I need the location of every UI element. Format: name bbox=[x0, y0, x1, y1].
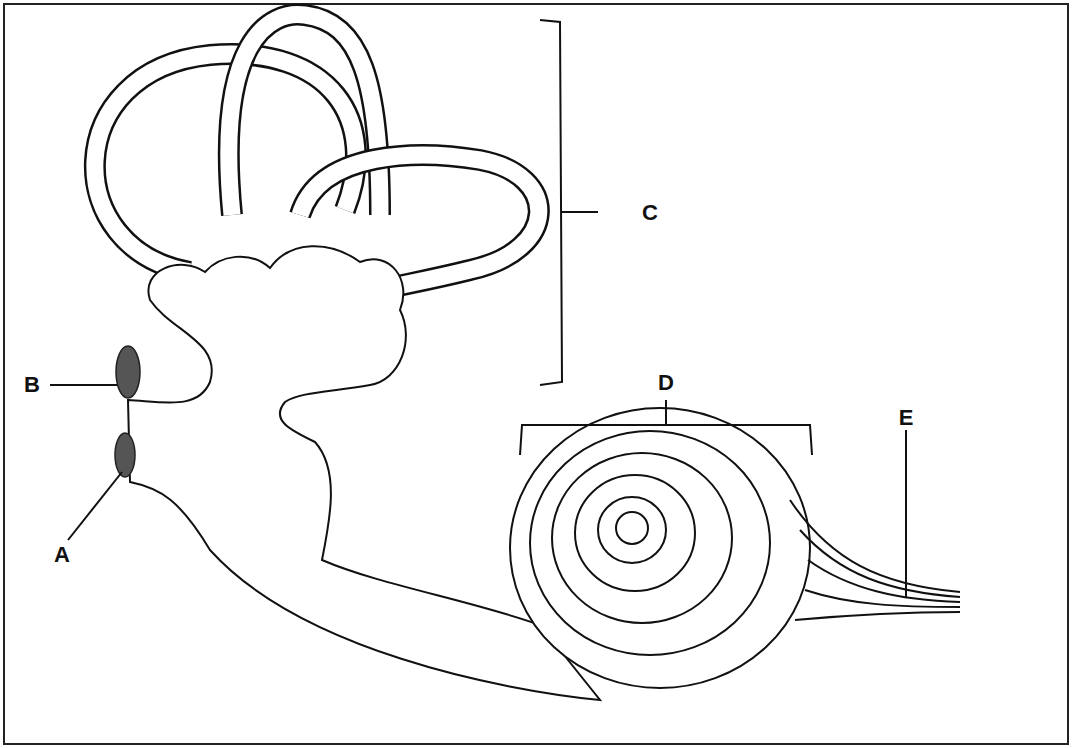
part-label: D bbox=[658, 372, 674, 394]
part-label: B bbox=[24, 374, 40, 396]
frame bbox=[4, 4, 1068, 744]
oval-window bbox=[116, 346, 140, 398]
part-label: C bbox=[642, 202, 658, 224]
leader-lines bbox=[50, 20, 906, 598]
round-window bbox=[115, 433, 135, 477]
part-label: E bbox=[899, 407, 914, 429]
cochlea bbox=[510, 408, 810, 688]
cochlear-nerve bbox=[790, 500, 960, 620]
part-label: A bbox=[54, 544, 70, 566]
vestibule bbox=[128, 246, 600, 700]
